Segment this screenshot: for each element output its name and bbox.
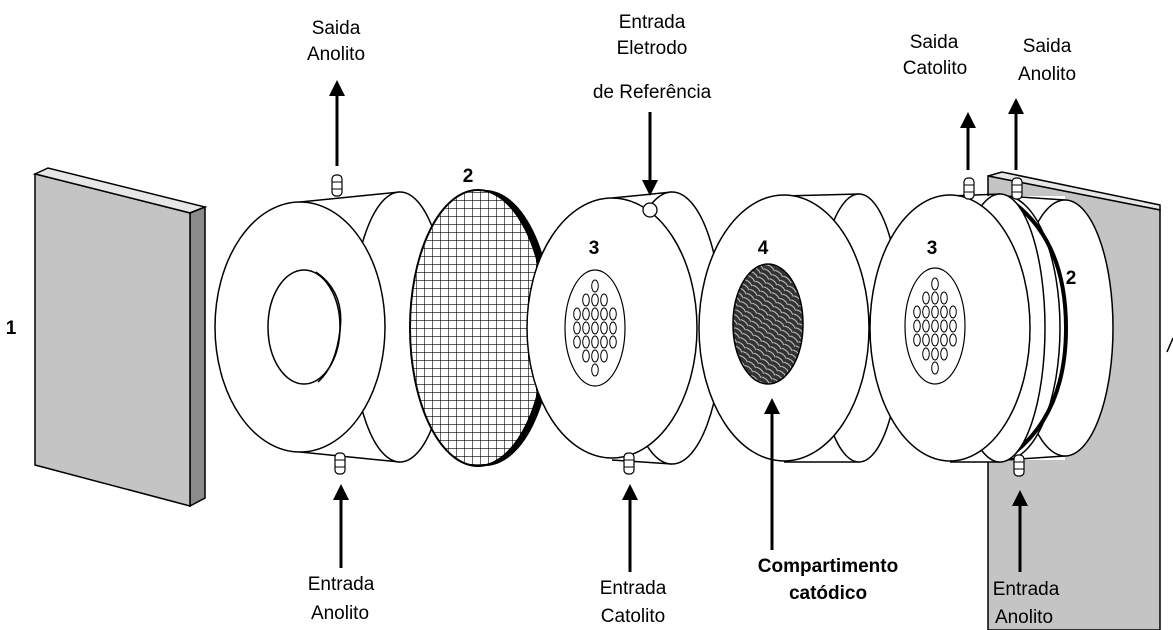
reference-electrode-port [642, 202, 658, 218]
perforation-hole [582, 307, 590, 321]
perforation-hole [949, 305, 957, 319]
catholyte-inlet-nozzle [623, 452, 635, 475]
perforation-hole [949, 319, 957, 333]
label-saida-catolito-line1: Saida [910, 32, 959, 53]
label-ref-line2: Eletrodo [617, 38, 688, 59]
perforation-hole [940, 305, 948, 319]
mesh-electrode [409, 189, 553, 467]
label-entrada-anolito-right-line2: Anolito [995, 607, 1053, 628]
arrow-reference-electrode [642, 112, 658, 196]
perforation-hole [922, 291, 930, 305]
perforation-hole [573, 307, 581, 321]
perforation-hole [931, 291, 939, 305]
perforation-hole [591, 335, 599, 349]
perforation-hole [949, 333, 957, 347]
perforated-plate-right [904, 267, 966, 385]
perforation-hole [913, 333, 921, 347]
label-entrada-catolito-line1: Entrada [600, 578, 667, 599]
perforation-hole [922, 347, 930, 361]
anolyte-inlet-nozzle-left [334, 452, 346, 475]
perforation-hole [609, 307, 617, 321]
edge-mark [1166, 337, 1173, 353]
perforation-hole [931, 319, 939, 333]
perforation-hole [609, 321, 617, 335]
label-compartimento-line1: Compartimento [758, 556, 898, 577]
perforation-hole [582, 335, 590, 349]
arrow-entrada-anolito-right [1012, 490, 1028, 572]
perforation-hole [931, 277, 939, 291]
perforation-hole [913, 319, 921, 333]
label-entrada-anolito-left-line1: Entrada [308, 574, 375, 595]
arrow-saida-catolito [960, 112, 976, 170]
label-entrada-anolito-left-line2: Anolito [311, 603, 369, 624]
label-saida-anolito-left-line2: Anolito [307, 44, 365, 65]
perforated-plate-left [564, 269, 626, 387]
cathodic-compartment-ring [698, 193, 902, 463]
perforation-hole [931, 361, 939, 375]
perforation-hole [931, 347, 939, 361]
number-3-left: 3 [589, 238, 600, 259]
perforation-hole [609, 335, 617, 349]
arrow-compartimento-catodico [764, 398, 780, 550]
catholyte-outlet-nozzle [963, 177, 975, 200]
label-entrada-catolito-line2: Catolito [601, 606, 665, 627]
perforation-hole [922, 333, 930, 347]
perforation-hole [913, 305, 921, 319]
arrow-saida-anolito-left [329, 80, 345, 166]
perforation-hole [582, 321, 590, 335]
label-compartimento-line2: catódico [789, 583, 867, 604]
arrow-entrada-anolito-left [333, 484, 349, 568]
perforation-hole [600, 321, 608, 335]
perforation-hole [600, 293, 608, 307]
label-saida-anolito-right-line1: Saida [1023, 36, 1072, 57]
label-ref-line3: de Referência [593, 82, 712, 103]
perforation-hole [940, 347, 948, 361]
label-saida-catolito-line2: Catolito [903, 58, 967, 79]
number-3-right: 3 [927, 238, 938, 259]
perforation-hole [922, 305, 930, 319]
perforation-hole [591, 293, 599, 307]
perforation-hole [940, 319, 948, 333]
label-entrada-anolito-right-line1: Entrada [993, 579, 1060, 600]
anolyte-outlet-nozzle-right [1011, 177, 1023, 200]
label-saida-anolito-left-line1: Saida [312, 18, 361, 39]
perforation-hole [940, 333, 948, 347]
perforation-hole [591, 349, 599, 363]
perforation-hole [582, 349, 590, 363]
label-saida-anolito-right-line2: Anolito [1018, 64, 1076, 85]
cathode-fiber-electrode [732, 263, 804, 385]
left-end-plate [32, 167, 208, 508]
membrane-edge-right [1002, 194, 1069, 462]
perforation-hole [573, 335, 581, 349]
perforation-hole [573, 321, 581, 335]
label-ref-line1: Entrada [619, 12, 686, 33]
number-2-mesh: 2 [463, 166, 474, 187]
perforation-hole [940, 291, 948, 305]
perforation-hole [922, 319, 930, 333]
number-1-left: 1 [6, 318, 17, 339]
anolyte-inlet-nozzle-right [1013, 454, 1025, 477]
perforation-hole [582, 293, 590, 307]
arrow-saida-anolito-right [1008, 98, 1024, 170]
perforation-hole [591, 279, 599, 293]
perforation-hole [591, 307, 599, 321]
arrow-entrada-catolito [622, 484, 638, 572]
perforation-hole [600, 307, 608, 321]
number-2-right: 2 [1066, 268, 1077, 289]
perforation-hole [931, 305, 939, 319]
number-4: 4 [758, 238, 769, 259]
perforation-hole [591, 321, 599, 335]
anolyte-outlet-nozzle-left [331, 174, 343, 197]
perforation-hole [600, 335, 608, 349]
perforation-hole [931, 333, 939, 347]
perforation-hole [591, 363, 599, 377]
perforation-hole [600, 349, 608, 363]
